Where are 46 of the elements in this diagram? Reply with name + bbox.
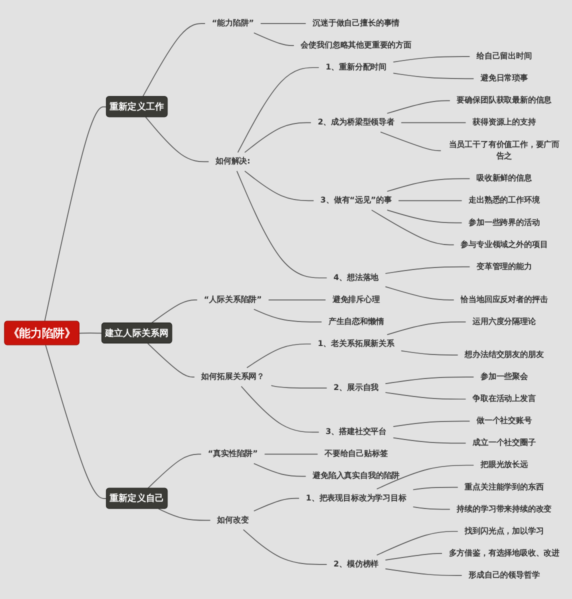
connector xyxy=(240,386,320,433)
connector xyxy=(264,454,318,455)
connector xyxy=(158,508,211,521)
connector xyxy=(236,170,328,278)
connector xyxy=(242,529,328,565)
connector xyxy=(384,376,474,384)
connector xyxy=(386,178,470,192)
connector xyxy=(45,344,107,500)
connector xyxy=(380,132,442,152)
connector xyxy=(386,100,450,114)
connector xyxy=(392,420,470,428)
connector xyxy=(412,506,450,510)
connector xyxy=(270,385,328,389)
connector xyxy=(384,553,442,560)
connector xyxy=(400,350,458,356)
connector xyxy=(253,498,300,512)
connector xyxy=(392,437,466,444)
connector xyxy=(260,23,306,24)
connector xyxy=(44,106,107,322)
connector xyxy=(237,67,320,153)
connector xyxy=(398,200,462,202)
connector xyxy=(400,122,466,124)
connector xyxy=(253,463,306,477)
connector xyxy=(386,322,466,336)
connector xyxy=(145,116,210,162)
connector xyxy=(384,266,470,274)
connector xyxy=(253,308,322,322)
connector xyxy=(371,210,454,246)
connector xyxy=(79,332,102,334)
connector xyxy=(392,56,470,62)
connector xyxy=(412,486,458,490)
connector xyxy=(150,300,198,324)
connector xyxy=(376,530,458,556)
connector xyxy=(147,343,195,378)
connector xyxy=(384,286,454,300)
connector xyxy=(147,454,202,489)
connector xyxy=(246,344,312,368)
connector xyxy=(384,392,466,400)
connector xyxy=(376,464,474,490)
connector xyxy=(142,23,206,98)
connector xyxy=(253,32,294,46)
connector xyxy=(386,210,462,224)
connector xyxy=(244,170,314,202)
connector xyxy=(392,72,474,80)
connector xyxy=(244,122,312,153)
connector xyxy=(384,568,462,576)
